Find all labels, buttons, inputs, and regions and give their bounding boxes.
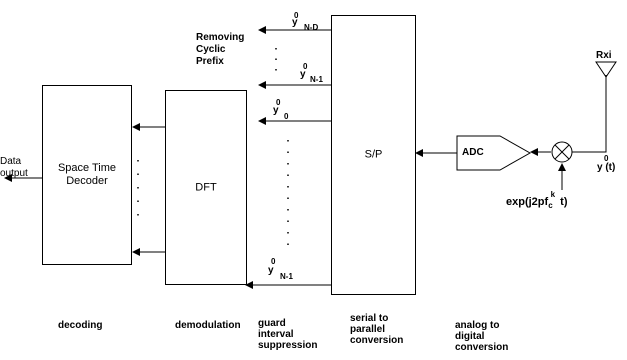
stage-decoding: decoding [58,320,103,331]
symbol-y-0-y: y [273,105,279,116]
exp-main: exp(j2pf [506,196,549,208]
sp-label: S/P [364,148,383,161]
mixer-cross-2 [554,144,570,160]
symbol-y-n-d: 0 y N-D [292,11,318,32]
symbol-y-n-1-top: 0 y N-1 [300,62,323,84]
symbol-y-n-1-top-sub: N-1 [310,75,323,84]
symbol-y-t: 0 y (t) [597,154,616,173]
decoder-label: Space Time Decoder [57,162,117,187]
dft-block: DFT [165,90,247,285]
antenna-feed [572,75,607,153]
symbol-y-t-text: y (t) [597,162,616,173]
adc-shape [456,135,532,171]
exp-tail: t) [557,196,568,208]
stage-demodulation: demodulation [175,320,241,331]
symbol-y-n-1-bottom-sub: N-1 [280,272,293,281]
exp-sub: c [548,201,553,210]
symbol-y-n-d-sup: 0 [294,11,299,20]
symbol-y-n-1-top-sup: 0 [303,62,308,71]
antenna-icon [595,61,617,78]
symbol-y-n-d-sub: N-D [304,23,319,32]
oscillator-label: exp(j2pfck t) [506,190,568,210]
symbol-y-0: 0 y 0 [273,98,288,121]
dft-label: DFT [195,181,217,193]
symbol-y-n-1-bottom: 0 y N-1 [268,257,293,281]
symbol-y-t-sup: 0 [604,154,609,163]
stage-guard: guard interval suppression [258,318,318,351]
symbol-y-n-1-top-y: y [300,69,306,80]
stage-serial: serial to parallel conversion [350,313,404,346]
space-time-decoder-block: Space Time Decoder [42,85,132,265]
symbol-y-n-1-bottom-y: y [268,265,274,276]
symbol-y-n-d-y: y [292,17,298,28]
antenna-label: Rxi [596,50,612,61]
data-output-label: Data output [0,156,28,179]
symbol-y-0-sup: 0 [276,98,281,107]
sp-block: S/P [331,15,416,295]
stage-analog: analog to digital conversion [455,320,509,353]
exp-sup: k [550,190,556,199]
symbol-y-0-sub: 0 [284,112,289,121]
symbol-y-n-1-bottom-sup: 0 [271,257,276,266]
adc-label: ADC [462,147,484,158]
removing-cyclic-prefix-label: Removing Cyclic Prefix [196,32,245,67]
